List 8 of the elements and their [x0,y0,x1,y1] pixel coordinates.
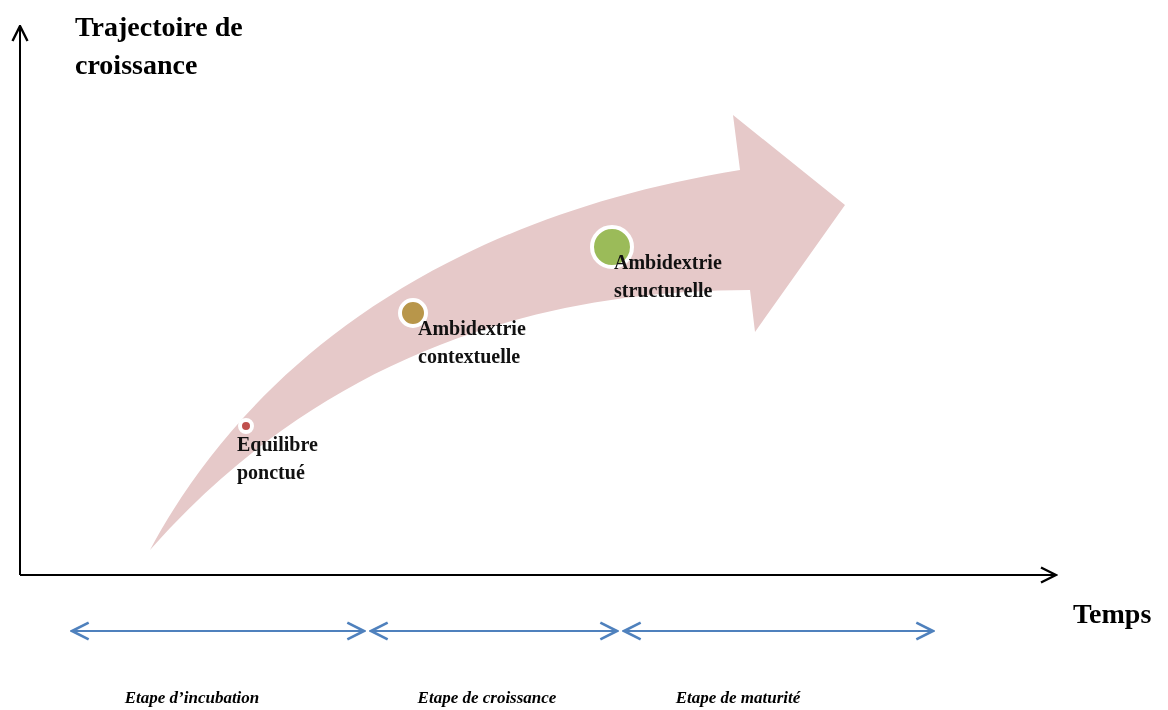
stage-point-label: Equilibre ponctué [237,430,337,486]
stage-point-label: Ambidextrie contextuelle [418,314,558,370]
axis-title: Temps [1073,597,1153,631]
stage-label: Etape de maturité [674,687,802,709]
stage-label: Etape de croissance [416,687,558,709]
axis-title: Trajectoire de croissance [75,10,244,82]
stage-label: Etape d’incubation [123,687,261,709]
stage-point-label: Ambidextrie structurelle [614,248,754,304]
